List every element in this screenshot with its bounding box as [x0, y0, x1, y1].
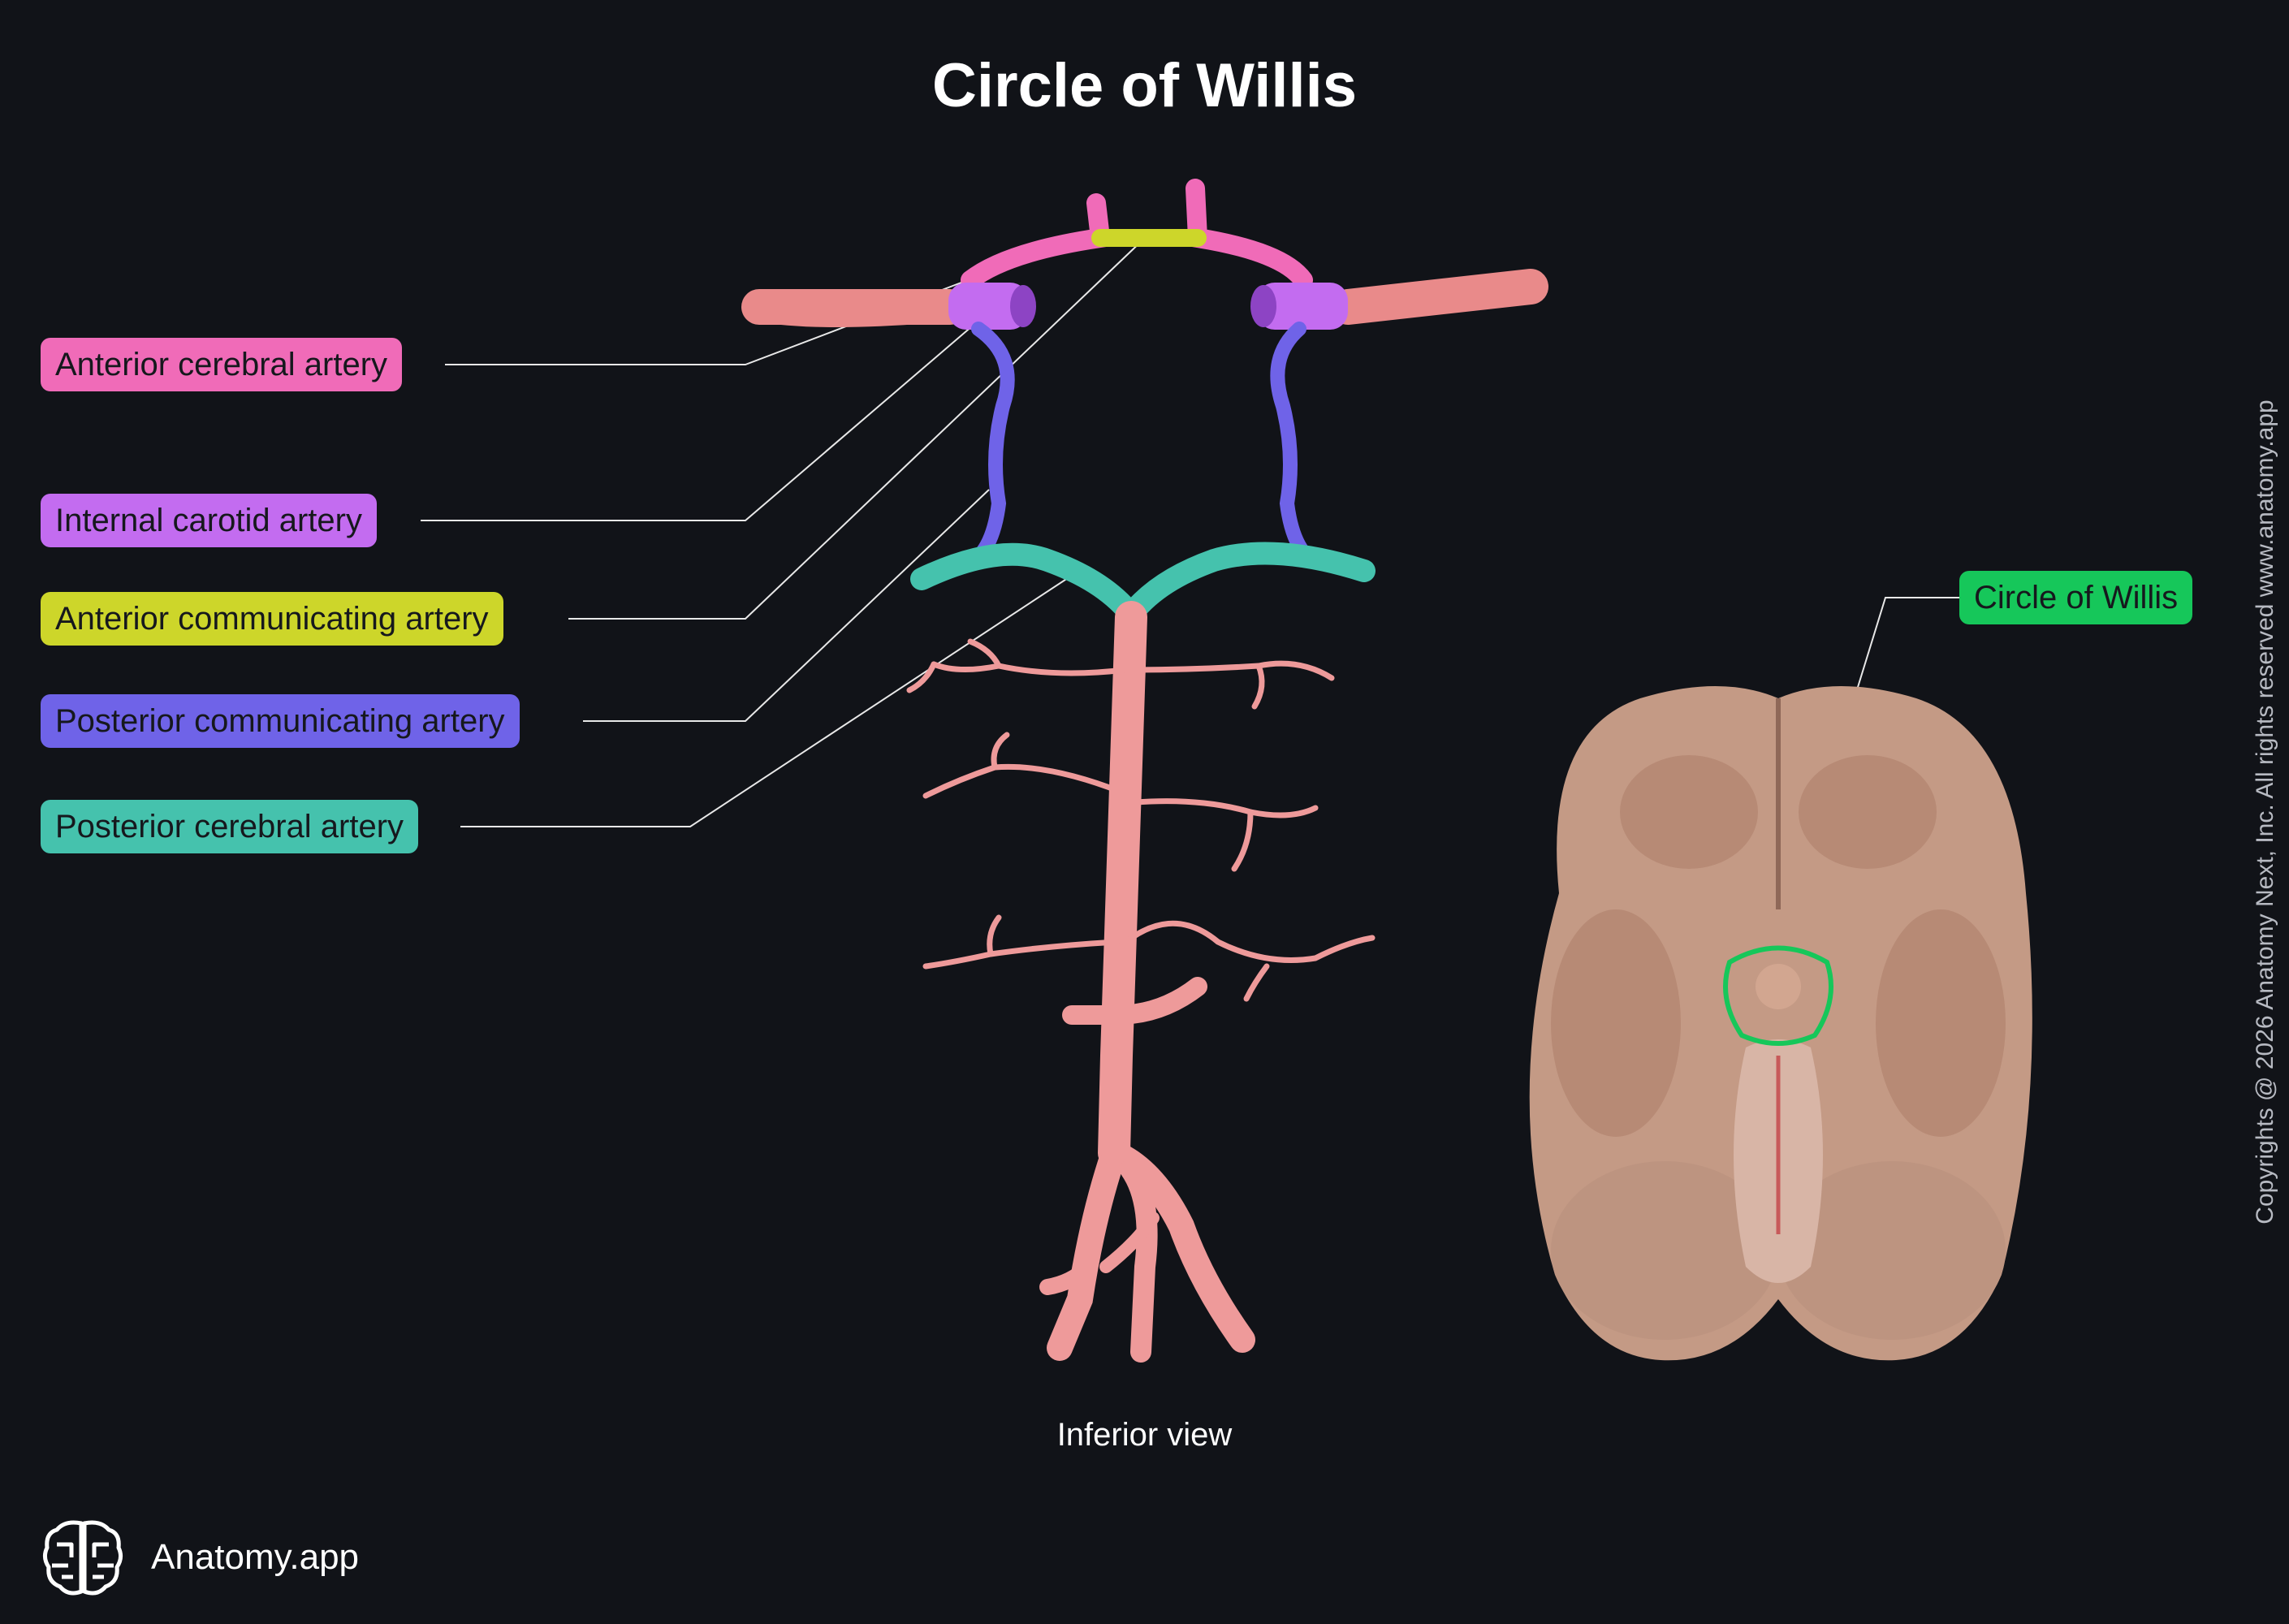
label-circle-of-willis: Circle of Willis — [1959, 571, 2193, 624]
label-posterior-cerebral-artery: Posterior cerebral artery — [41, 800, 419, 853]
basilar-stub — [1062, 977, 1207, 1025]
anterior-cerebral-left — [961, 193, 1112, 290]
posterior-communicating-left — [971, 322, 1015, 559]
middle-cerebral-right — [1330, 269, 1548, 325]
vertebral-left — [1047, 1140, 1127, 1361]
posterior-communicating-right — [1270, 322, 1311, 559]
label-posterior-communicating-artery: Posterior communicating artery — [41, 694, 520, 748]
anterior-cerebral-right — [1186, 179, 1313, 290]
posterior-cerebral — [910, 542, 1376, 633]
brain-logo-icon — [42, 1520, 123, 1596]
label-anterior-cerebral-artery: Anterior cerebral artery — [41, 338, 403, 391]
internal-carotid-left — [948, 283, 1028, 330]
label-anterior-communicating-artery: Anterior communicating artery — [41, 592, 503, 646]
basilar-artery — [1098, 601, 1147, 1169]
leader-line-posterior-communicating — [583, 489, 990, 722]
vertebral-left-stub — [1039, 1259, 1096, 1295]
view-caption: Inferior view — [1056, 1417, 1233, 1453]
internal-carotid-right — [1257, 283, 1348, 330]
vessel-diagram — [741, 179, 1548, 1363]
middle-cerebral-left-2 — [745, 292, 965, 327]
leader-line-internal-carotid — [421, 320, 979, 521]
copyright-notice: Copyrights @ 2026 Anatomy Next, Inc. All… — [2252, 400, 2278, 1224]
vertebral-connector — [1099, 1212, 1160, 1273]
pontine-branches — [906, 638, 1376, 1002]
brand: Anatomy.app — [41, 1517, 359, 1598]
leader-line-posterior-cerebral — [460, 576, 1071, 827]
brain-illustration — [1529, 686, 2032, 1361]
vertebral-inner — [1120, 1159, 1158, 1363]
page-title: Circle of Willis — [932, 51, 1357, 120]
label-internal-carotid-artery: Internal carotid artery — [41, 494, 377, 547]
brand-name: Anatomy.app — [151, 1537, 360, 1577]
